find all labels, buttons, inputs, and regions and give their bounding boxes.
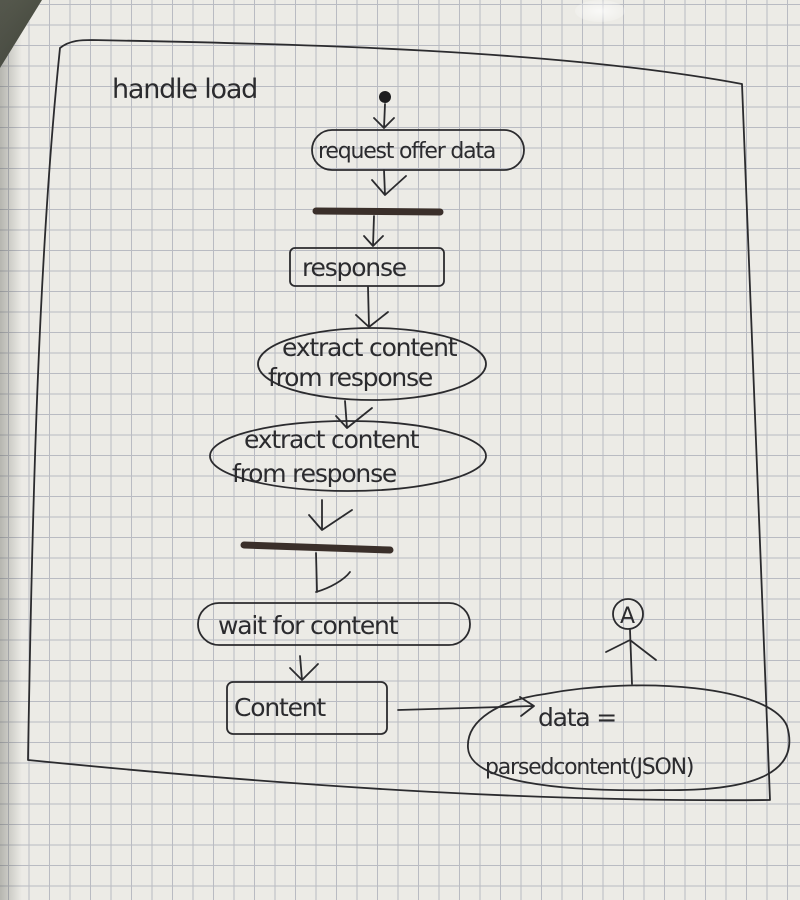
node-extract2-line1: extract content xyxy=(244,425,420,454)
diagram-title: handle load xyxy=(112,74,257,105)
node-extract2-line2: from response xyxy=(232,459,397,488)
diagram-frame xyxy=(27,39,771,802)
node-data-parsed-content xyxy=(467,684,791,792)
light-glare xyxy=(575,0,625,22)
arrow-request-to-fork xyxy=(371,169,407,196)
arrow-wait-to-content xyxy=(289,655,319,681)
node-extract-content-2 xyxy=(209,420,487,492)
actor-body xyxy=(605,629,657,685)
node-content xyxy=(226,681,388,735)
node-request-label: request offer data xyxy=(318,139,495,164)
fork-bar xyxy=(312,207,444,216)
node-wait-label: wait for content xyxy=(218,611,399,640)
arrow-join-to-wait xyxy=(315,552,351,593)
arrow-response-to-extract xyxy=(355,286,389,328)
node-response-label: response xyxy=(302,253,407,282)
arrow-fork-to-response xyxy=(363,215,384,247)
arrow-start-to-request xyxy=(373,103,395,129)
start-node xyxy=(379,91,391,103)
paper-shadow xyxy=(0,0,22,900)
arrow-extract2-to-join xyxy=(308,499,353,531)
node-data-line1: data = xyxy=(538,703,616,732)
arrow-extract1-to-extract2 xyxy=(335,400,373,429)
node-wait-for-content xyxy=(197,602,471,646)
actor-head xyxy=(612,598,644,630)
node-extract1-line1: extract content xyxy=(282,333,458,362)
arrow-content-to-data xyxy=(397,696,535,717)
node-extract-content-1 xyxy=(257,327,487,401)
node-data-line2: parsedcontent(JSON) xyxy=(485,755,693,780)
node-response xyxy=(289,247,445,287)
join-bar xyxy=(240,541,394,554)
node-extract1-line2: from response xyxy=(268,363,433,392)
node-request-offer-data xyxy=(311,129,525,171)
node-content-label: Content xyxy=(234,693,326,722)
actor-label: A xyxy=(620,604,635,629)
